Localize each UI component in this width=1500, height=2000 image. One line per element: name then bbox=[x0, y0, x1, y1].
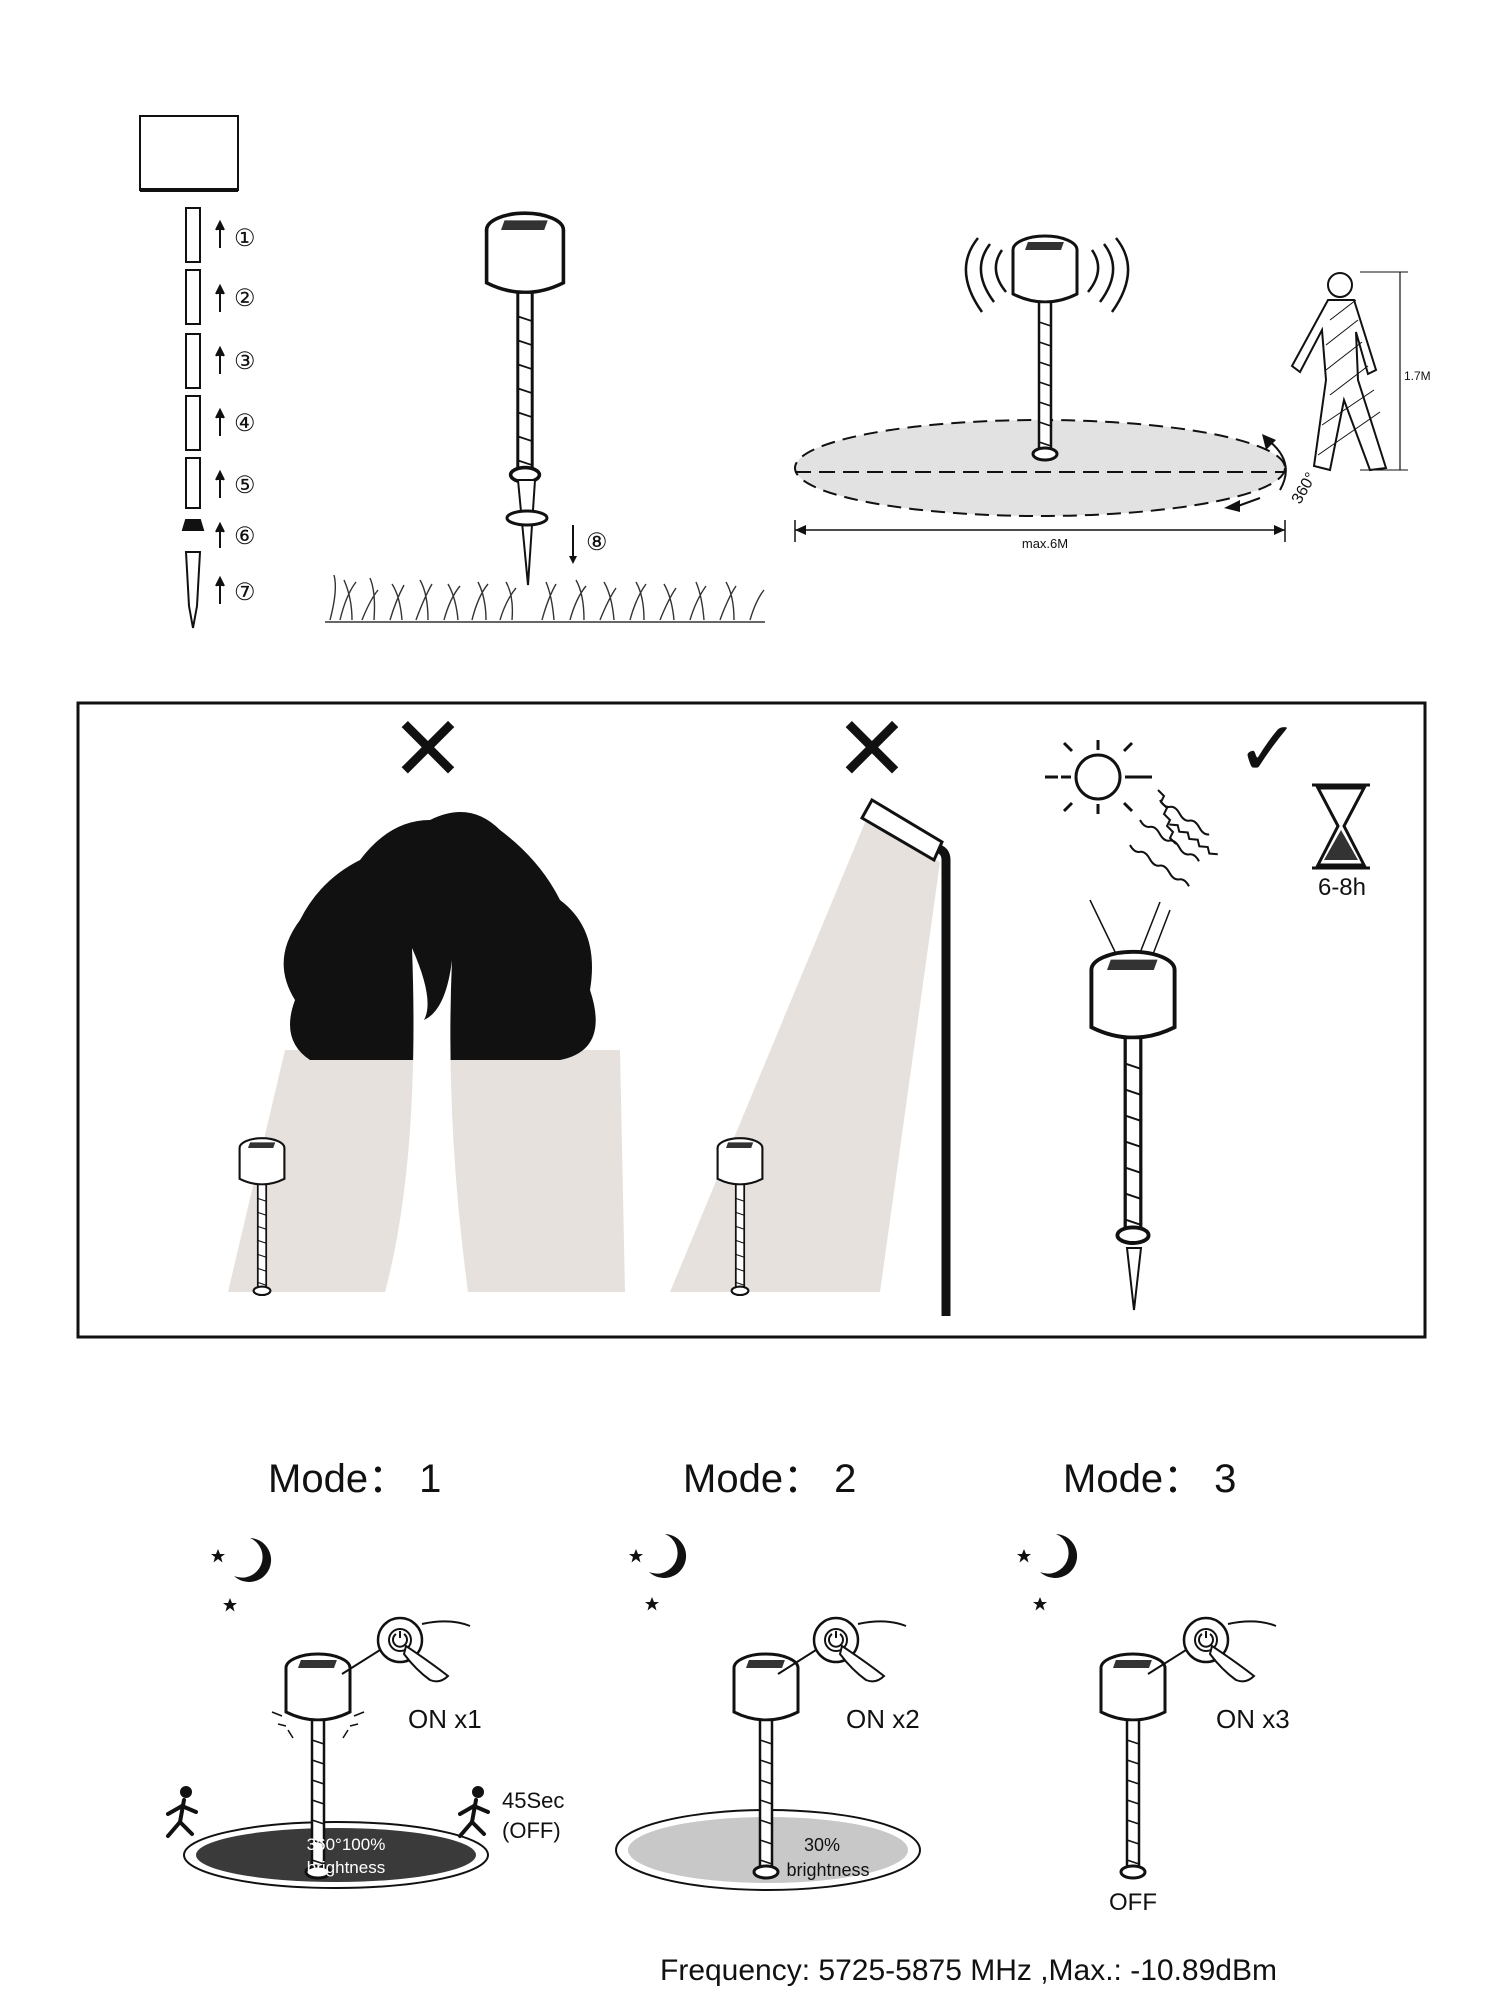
wrong-mark-streetlight: ✕ bbox=[834, 700, 909, 800]
charge-time: 6-8h bbox=[1318, 874, 1366, 901]
mode-2-press: ON x2 bbox=[846, 1704, 920, 1734]
mode-3: Mode： 3 ON x3 OFF bbox=[1017, 1457, 1290, 1916]
sun-icon bbox=[1045, 740, 1152, 814]
moon-icon bbox=[649, 1534, 687, 1578]
hand-press-icon[interactable] bbox=[340, 1616, 472, 1683]
step-5-label: ⑤ bbox=[234, 472, 256, 499]
install-panel: ⑧ bbox=[325, 211, 765, 623]
mode-3-press: ON x3 bbox=[1216, 1704, 1290, 1734]
grass bbox=[325, 574, 765, 623]
placement-panel: ✕ ✕ bbox=[76, 700, 1427, 1339]
insert-step-label: ⑧ bbox=[586, 529, 608, 556]
height-label: 1.7M bbox=[1404, 369, 1431, 383]
star-icon bbox=[223, 1598, 237, 1612]
moon-icon bbox=[234, 1538, 272, 1582]
person-icon bbox=[1290, 272, 1388, 472]
mode-3-state: OFF bbox=[1109, 1889, 1157, 1916]
hand-press-icon[interactable] bbox=[1146, 1616, 1278, 1683]
step-2-label: ② bbox=[234, 285, 256, 312]
mode-1: Mode： 1 ON x1 360°100% brightness 45Sec … bbox=[166, 1457, 564, 1889]
step-4-label: ④ bbox=[234, 410, 256, 437]
mode-1-title: Mode： 1 bbox=[268, 1457, 441, 1501]
mode-1-area-2: brightness bbox=[307, 1858, 385, 1877]
sunlight-scene: 6-8h ✓ bbox=[1045, 707, 1370, 1311]
mode-1-press: ON x1 bbox=[408, 1704, 482, 1734]
assembly-arrows bbox=[215, 219, 225, 604]
sensor-range-panel: 360° max.6M 1.7M bbox=[794, 234, 1431, 551]
frequency-text: Frequency: 5725-5875 MHz ,Max.: -10.89dB… bbox=[660, 1954, 1277, 1987]
mode-2: Mode： 2 ON x2 30% brightness bbox=[615, 1457, 921, 1891]
star-icon bbox=[645, 1597, 659, 1611]
wrong-mark-tree: ✕ bbox=[390, 700, 465, 800]
step-7-label: ⑦ bbox=[234, 579, 256, 606]
step-6-label: ⑥ bbox=[234, 523, 256, 550]
step-1-label: ① bbox=[234, 225, 256, 252]
mode-2-title: Mode： 2 bbox=[683, 1457, 856, 1501]
mode-1-timer-2: (OFF) bbox=[502, 1818, 561, 1843]
streetlight-scene: ✕ bbox=[670, 700, 951, 1316]
mode-1-area-1: 360°100% bbox=[307, 1835, 386, 1854]
star-icon bbox=[629, 1549, 643, 1563]
motion-waves bbox=[964, 237, 1130, 313]
mode-3-title: Mode： 3 bbox=[1063, 1457, 1236, 1501]
solar-light-icon bbox=[484, 211, 566, 484]
mode-2-area-2: brightness bbox=[786, 1860, 869, 1880]
star-icon bbox=[1033, 1597, 1047, 1611]
mode-2-area-1: 30% bbox=[804, 1835, 840, 1855]
star-icon bbox=[211, 1549, 225, 1563]
step-3-label: ③ bbox=[234, 348, 256, 375]
runner-icon bbox=[166, 1786, 490, 1838]
angle-label: 360° bbox=[1289, 470, 1320, 507]
moon-icon bbox=[1040, 1534, 1078, 1578]
pole-sections bbox=[181, 207, 205, 629]
glow-lines bbox=[271, 1711, 365, 1739]
distance-label: max.6M bbox=[1022, 536, 1068, 551]
tree-scene: ✕ bbox=[228, 700, 625, 1297]
right-mark: ✓ bbox=[1236, 707, 1300, 792]
sun-rays bbox=[1157, 789, 1218, 856]
person-hatch bbox=[1317, 299, 1381, 456]
star-icon bbox=[1017, 1549, 1031, 1563]
hourglass-icon bbox=[1312, 783, 1370, 870]
solar-light-icon bbox=[1099, 1652, 1167, 1880]
assembly-panel: ① ② ③ ④ ⑤ ⑥ ⑦ bbox=[139, 115, 256, 629]
mode-1-timer-1: 45Sec bbox=[502, 1788, 564, 1813]
